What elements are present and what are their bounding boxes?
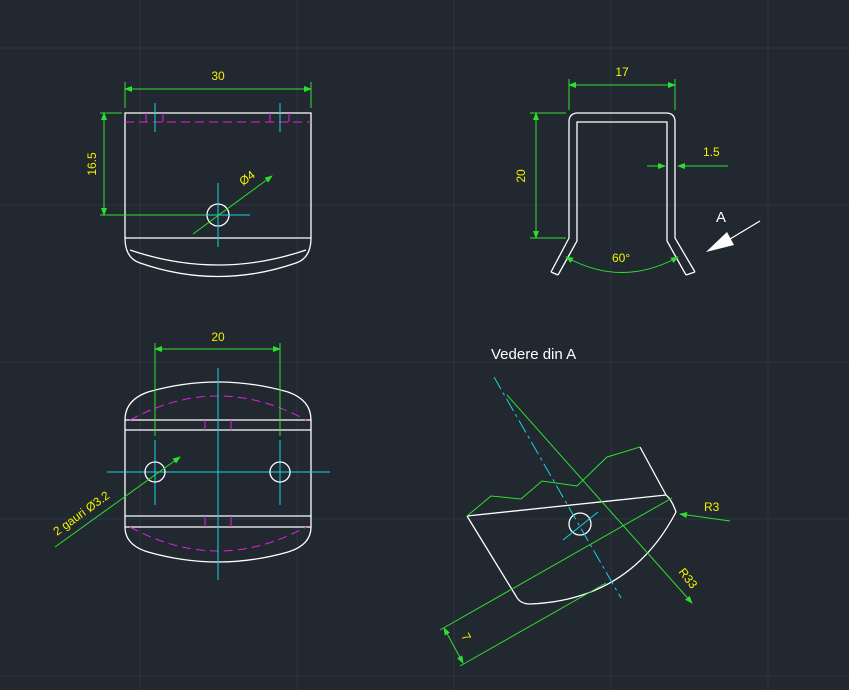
side-view: 17 20 1.5 60° A bbox=[514, 65, 761, 276]
aux-view-offset-label: 7 bbox=[458, 631, 474, 644]
side-view-width-label: 17 bbox=[615, 65, 629, 79]
side-view-angle-label: 60° bbox=[612, 251, 630, 265]
aux-view-offset-dimension bbox=[443, 627, 464, 664]
view-a-label: A bbox=[716, 209, 726, 226]
aux-view-r3-leader bbox=[679, 511, 731, 522]
aux-view-profile bbox=[466, 446, 641, 517]
front-view-hole-right bbox=[269, 461, 291, 483]
side-view-outer-profile bbox=[550, 112, 696, 273]
aux-view-hole bbox=[568, 512, 592, 536]
side-view-inner-profile bbox=[557, 121, 687, 276]
side-view-height-label: 20 bbox=[514, 169, 528, 183]
front-view-holes-leader bbox=[54, 456, 181, 548]
aux-view-centerline bbox=[493, 376, 622, 599]
aux-view-r3-label: R3 bbox=[704, 500, 720, 514]
aux-view: Vedere din A R33 R3 7 bbox=[439, 346, 731, 667]
top-view-bottom-curve bbox=[124, 237, 312, 278]
front-view: 20 2 gauri Ø3.2 bbox=[51, 330, 330, 580]
top-view: 30 16.5 Ø4 bbox=[85, 69, 312, 278]
side-view-thickness-label: 1.5 bbox=[703, 145, 720, 159]
front-view-hole-left bbox=[144, 461, 166, 483]
top-view-hole-label: Ø4 bbox=[237, 167, 258, 188]
top-view-width-label: 30 bbox=[211, 69, 225, 83]
top-view-hole-leader bbox=[192, 175, 273, 235]
aux-view-r33-label: R33 bbox=[676, 565, 701, 591]
aux-view-title: Vedere din A bbox=[491, 346, 576, 363]
front-view-spacing-label: 20 bbox=[211, 330, 225, 344]
side-view-angle-arc bbox=[565, 256, 679, 273]
top-view-height-label: 16.5 bbox=[85, 152, 99, 176]
aux-view-r33-leader bbox=[506, 394, 693, 604]
view-a-arrow bbox=[706, 232, 734, 252]
front-view-holes-label: 2 gauri Ø3.2 bbox=[51, 488, 113, 538]
aux-view-outline bbox=[466, 446, 677, 605]
